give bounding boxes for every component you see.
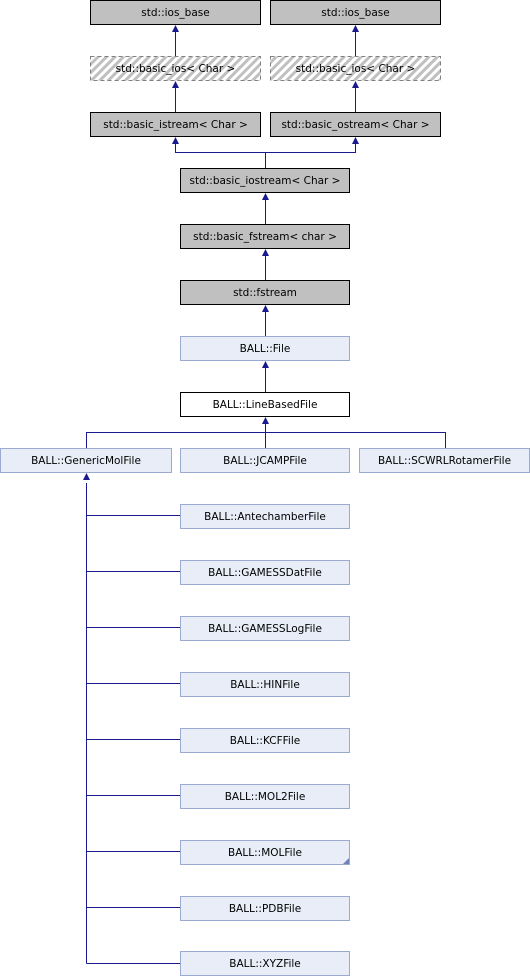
node-label: BALL::LineBasedFile: [213, 399, 318, 411]
node-label: std::basic_ios< Char >: [296, 63, 416, 75]
more-subclasses-corner-icon: [343, 858, 349, 864]
node-gamess-dat-file[interactable]: BALL::GAMESSDatFile: [180, 560, 350, 585]
arrowhead-iostream: [262, 193, 269, 200]
node-fstream[interactable]: std::fstream: [180, 280, 350, 305]
node-label: BALL::File: [240, 343, 291, 355]
edge-iostream-to-istream-ostream: [175, 142, 266, 168]
inheritance-edges: [86, 30, 446, 964]
node-label: std::fstream: [233, 287, 297, 299]
inheritance-arrowheads: [83, 25, 359, 480]
node-basic-ios-right[interactable]: std::basic_ios< Char >: [270, 56, 441, 81]
node-ios-base-left[interactable]: std::ios_base: [90, 0, 261, 25]
node-basic-ios-left[interactable]: std::basic_ios< Char >: [90, 56, 261, 81]
node-label: std::basic_fstream< char >: [193, 231, 337, 243]
node-kcf-file[interactable]: BALL::KCFFile: [180, 728, 350, 753]
node-label: BALL::GAMESSLogFile: [208, 623, 322, 635]
node-basic-ostream[interactable]: std::basic_ostream< Char >: [270, 112, 441, 137]
node-label: BALL::HINFile: [230, 679, 300, 691]
node-label: BALL::MOLFile: [228, 847, 302, 859]
node-label: BALL::KCFFile: [230, 735, 300, 747]
node-label: std::basic_ios< Char >: [116, 63, 236, 75]
node-basic-istream[interactable]: std::basic_istream< Char >: [90, 112, 261, 137]
node-label: BALL::GAMESSDatFile: [208, 567, 322, 579]
node-basic-iostream[interactable]: std::basic_iostream< Char >: [180, 168, 350, 193]
node-file[interactable]: BALL::File: [180, 336, 350, 361]
node-scwrl-rotamer-file[interactable]: BALL::SCWRLRotamerFile: [359, 448, 530, 473]
node-xyz-file[interactable]: BALL::XYZFile: [180, 951, 350, 976]
node-ios-base-right[interactable]: std::ios_base: [270, 0, 441, 25]
node-label: BALL::SCWRLRotamerFile: [378, 455, 511, 467]
node-mol-file[interactable]: BALL::MOLFile: [180, 840, 350, 865]
node-antechamber-file[interactable]: BALL::AntechamberFile: [180, 504, 350, 529]
arrowhead-fstream: [262, 305, 269, 312]
edge-iostream-to-ostream: [265, 142, 356, 153]
node-label: BALL::AntechamberFile: [204, 511, 326, 523]
node-mol2-file[interactable]: BALL::MOL2File: [180, 784, 350, 809]
node-label: BALL::GenericMolFile: [31, 455, 141, 467]
node-label: std::ios_base: [141, 7, 209, 19]
arrowhead-generic-mol-file: [83, 473, 90, 480]
node-pdb-file[interactable]: BALL::PDBFile: [180, 896, 350, 921]
arrowhead-line-based-file: [262, 417, 269, 424]
node-label: std::basic_ostream< Char >: [281, 119, 429, 131]
node-label: BALL::JCAMPFile: [223, 455, 307, 467]
node-line-based-file[interactable]: BALL::LineBasedFile: [180, 392, 350, 417]
arrowhead-istream: [172, 137, 179, 144]
node-basic-fstream[interactable]: std::basic_fstream< char >: [180, 224, 350, 249]
arrowhead-basic-ios-left: [172, 81, 179, 88]
node-label: BALL::PDBFile: [229, 903, 301, 915]
node-label: BALL::XYZFile: [229, 958, 301, 970]
arrowhead-ios-base-left: [172, 25, 179, 32]
node-label: BALL::MOL2File: [225, 791, 306, 803]
node-gamess-log-file[interactable]: BALL::GAMESSLogFile: [180, 616, 350, 641]
arrowhead-basic-ios-right: [352, 81, 359, 88]
node-label: std::basic_istream< Char >: [103, 119, 248, 131]
arrowhead-ostream: [352, 137, 359, 144]
node-jcamp-file[interactable]: BALL::JCAMPFile: [180, 448, 350, 473]
arrowhead-ios-base-right: [352, 25, 359, 32]
node-generic-mol-file[interactable]: BALL::GenericMolFile: [0, 448, 172, 473]
arrowhead-file: [262, 361, 269, 368]
node-hin-file[interactable]: BALL::HINFile: [180, 672, 350, 697]
arrowhead-basic-fstream: [262, 249, 269, 256]
node-label: std::ios_base: [321, 7, 389, 19]
node-label: std::basic_iostream< Char >: [190, 175, 341, 187]
